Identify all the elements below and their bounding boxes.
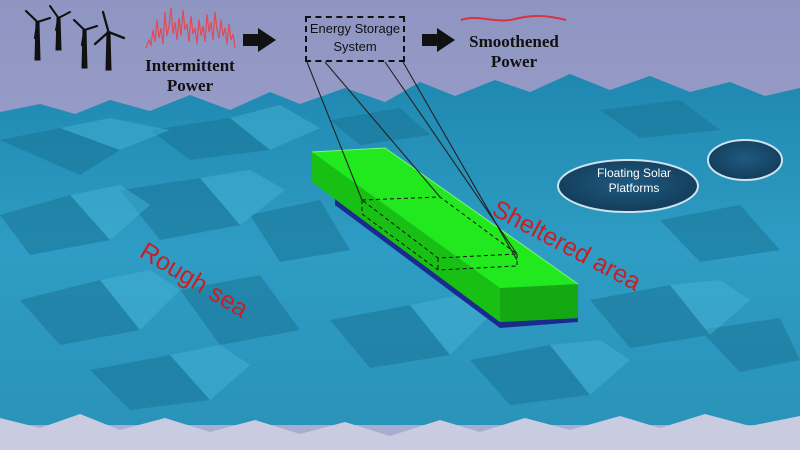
intermittent-line-2: Power (166, 76, 214, 95)
solar-platform-small (707, 139, 783, 181)
smoothened-power-signal (460, 15, 567, 22)
intermittent-line-1: Intermittent (145, 56, 235, 75)
sea-bottom-edge (0, 414, 800, 450)
ess-line-2: System (333, 39, 377, 54)
barge-deck (312, 148, 578, 288)
arrow-right-icon (422, 28, 455, 52)
intermittent-power-signal (145, 7, 236, 49)
smoothened-power-label: Smoothened Power (455, 32, 573, 72)
solar-line-1: Floating Solar (596, 166, 672, 180)
solar-line-2: Platforms (608, 181, 660, 195)
smooth-line-1: Smoothened (469, 32, 559, 51)
wave-shading (0, 100, 800, 410)
ess-outline-in-barge (360, 196, 519, 271)
energy-storage-label: Energy Storage System (305, 20, 405, 56)
arrow-right-icon (243, 28, 276, 52)
wind-turbine-icon (24, 5, 126, 71)
floating-solar-label: Floating Solar Platforms (584, 166, 684, 196)
intermittent-power-label: Intermittent Power (140, 56, 240, 96)
solar-platform-large (557, 159, 699, 213)
barge-side (312, 152, 500, 322)
barge-deck-edge (311, 147, 579, 285)
barge-end (500, 284, 578, 322)
smooth-line-2: Power (490, 52, 538, 71)
wave-highlights (60, 105, 750, 400)
energy-storage-box (305, 16, 405, 62)
projection-lines (306, 61, 518, 261)
ess-line-1: Energy Storage (309, 21, 401, 36)
